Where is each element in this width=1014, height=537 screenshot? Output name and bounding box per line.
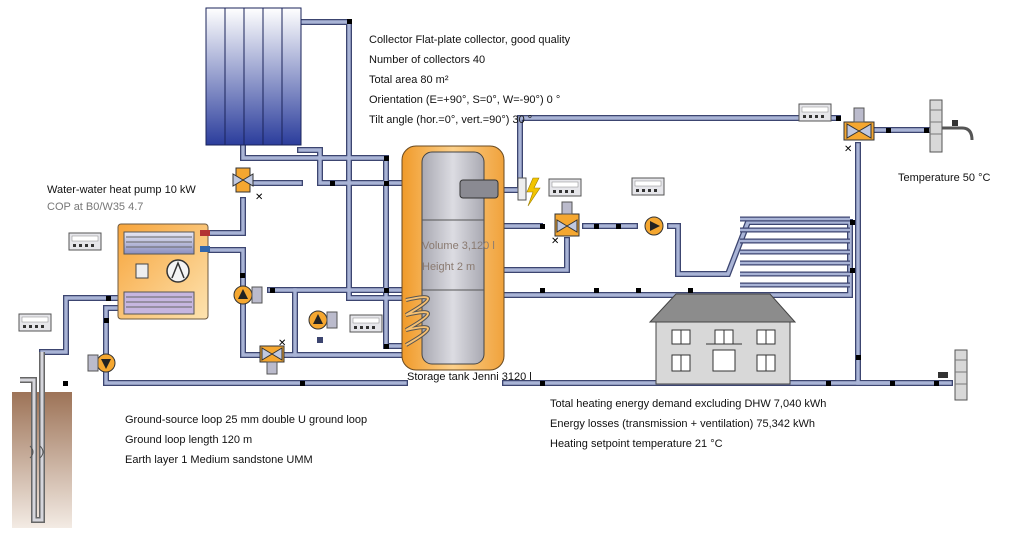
tank-height-label: Height 2 m — [422, 261, 475, 273]
collector-count-label: Number of collectors 40 — [369, 54, 485, 66]
building[interactable] — [648, 293, 797, 385]
collector-tilt-label: Tilt angle (hor.=0°, vert.=90°) 30 ° — [369, 114, 532, 126]
ground-loop-label: Ground-source loop 25 mm double U ground… — [125, 414, 367, 426]
three-way-valve-ground[interactable]: ✕ — [259, 338, 286, 375]
svg-text:✕: ✕ — [844, 144, 852, 155]
pump-ground-loop[interactable] — [87, 353, 116, 373]
heat-pump-title: Water-water heat pump 10 kW — [47, 184, 196, 196]
collector-type-label: Collector Flat-plate collector, good qua… — [369, 34, 571, 46]
ground-borehole[interactable] — [12, 352, 72, 528]
solar-collector-array[interactable] — [205, 7, 302, 146]
pump-heating-circuit[interactable] — [644, 216, 664, 236]
floor-heating-coil[interactable] — [740, 216, 850, 288]
svg-text:✕: ✕ — [551, 236, 559, 247]
heating-setpoint-label: Heating setpoint temperature 21 °C — [550, 438, 723, 450]
energy-losses-label: Energy losses (transmission + ventilatio… — [550, 418, 815, 430]
pump-collector-circuit[interactable] — [233, 285, 263, 305]
dhw-temperature-label: Temperature 50 °C — [898, 172, 990, 184]
tank-volume-label: Volume 3,120 l — [422, 240, 495, 252]
dhw-tap-upper[interactable] — [929, 99, 974, 153]
controller-heating-circuit[interactable] — [631, 177, 665, 196]
water-water-heat-pump[interactable] — [117, 223, 210, 320]
earth-layer-label: Earth layer 1 Medium sandstone UMM — [125, 454, 313, 466]
storage-tank[interactable] — [401, 145, 541, 371]
controller-heater[interactable] — [548, 178, 582, 197]
dhw-tap-lower[interactable] — [938, 349, 968, 401]
pump-tank-circuit[interactable] — [308, 310, 338, 330]
controller-heat-pump[interactable] — [68, 232, 102, 251]
three-way-valve-collector[interactable]: ✕ — [232, 167, 263, 203]
svg-text:✕: ✕ — [278, 338, 286, 349]
heating-demand-label: Total heating energy demand excluding DH… — [550, 398, 826, 410]
ground-loop-length-label: Ground loop length 120 m — [125, 434, 252, 446]
mixing-valve-heating[interactable]: ✕ — [551, 201, 580, 247]
controller-tank[interactable] — [349, 314, 383, 333]
controller-dhw[interactable] — [798, 103, 832, 122]
collector-orientation-label: Orientation (E=+90°, S=0°, W=-90°) 0 ° — [369, 94, 560, 106]
pipe-network — [39, 19, 953, 386]
controller-ground-loop[interactable] — [18, 313, 52, 332]
heat-pump-cop: COP at B0/W35 4.7 — [47, 201, 143, 213]
mixing-valve-dhw[interactable]: ✕ — [843, 107, 875, 155]
svg-text:✕: ✕ — [255, 192, 263, 203]
tank-name-label: Storage tank Jenni 3120 l — [407, 371, 532, 383]
collector-area-label: Total area 80 m² — [369, 74, 449, 86]
